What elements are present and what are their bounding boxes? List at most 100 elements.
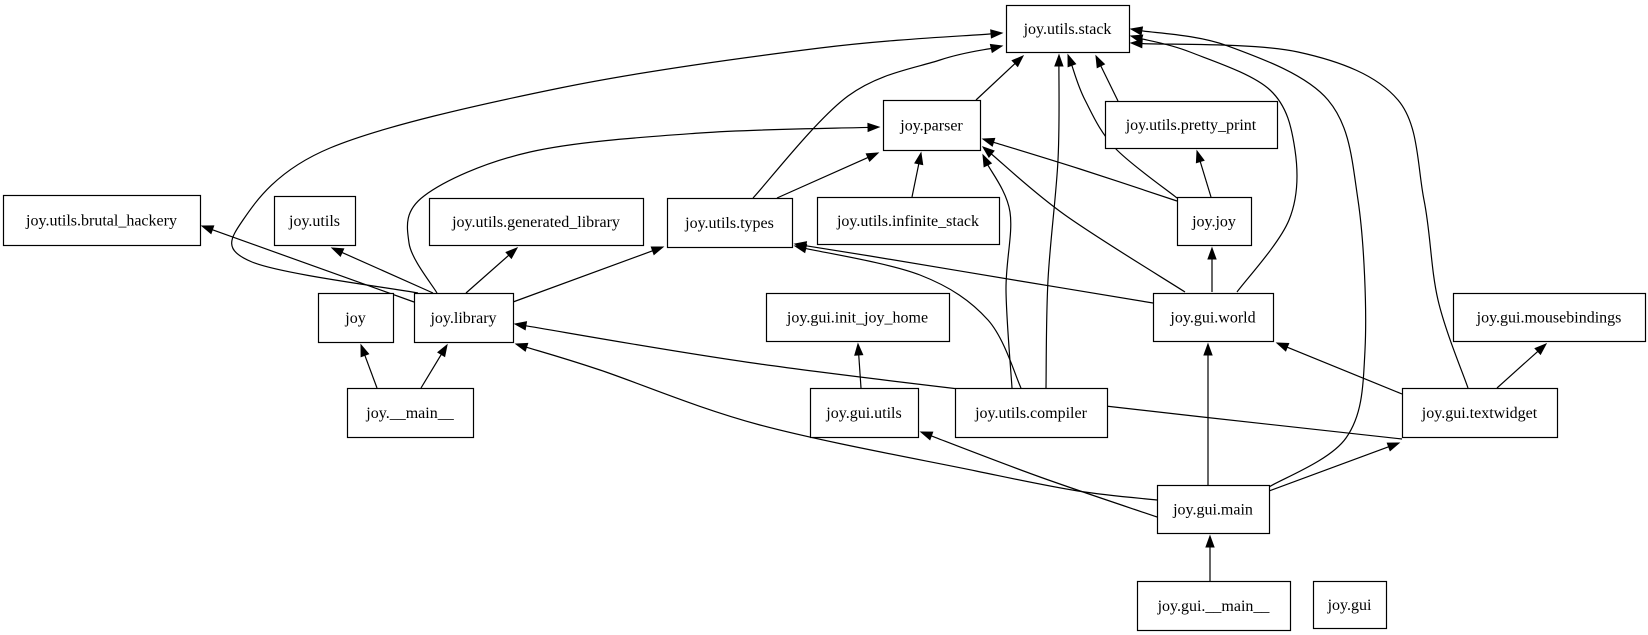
node-box [1104,100,1279,150]
edge-joy_library-to-joy_utils_brutal_hackery [200,225,415,303]
node-box [1136,580,1292,632]
edge-line [1139,42,1469,389]
arrowhead-icon [793,241,808,251]
node-box [1156,484,1271,535]
edge-line [523,324,1403,440]
edge-line [1268,445,1391,492]
arrowhead-icon [437,343,448,358]
edge-line [1045,63,1060,389]
edge-joy_gui_main-to-joy_gui_utils [919,431,1158,518]
node-label: joy.gui.init_joy_home [786,310,928,327]
arrowhead-icon [1275,342,1290,352]
edge-line [911,161,920,198]
node-box [2,194,202,247]
edge-joy_gui_world-to-joy_parser [981,146,1186,293]
arrowhead-icon [1129,38,1143,49]
arrowhead-icon [514,342,529,352]
edge-line [465,253,511,294]
node-label: joy.joy [1191,214,1236,231]
node-label: joy.__main__ [365,405,454,422]
node-label: joy.gui.__main__ [1157,598,1271,615]
edge-joy_library-to-joy_utils_stack [231,29,1004,294]
arrowhead-icon [1054,53,1064,67]
edge-joy_joy-to-joy_utils_pretty_print [1195,149,1212,198]
edge-joy_joy-to-joy_utils_stack [1067,53,1178,199]
node-label: joy.utils.infinite_stack [836,213,979,230]
node-box [428,197,645,247]
edge-joy_gui_utils-to-joy_gui_init_joy_home [854,342,864,389]
arrowhead-icon [1205,534,1215,548]
edge-line [803,244,1154,304]
arrowhead-icon [505,247,519,260]
arrowhead-icon [1207,246,1217,260]
node-box [954,387,1109,439]
node-box [765,292,951,343]
edge-joy_utils_compiler-to-joy_utils_stack [1045,53,1064,389]
node-label: joy.utils.types [684,215,774,232]
node-box [816,196,1001,246]
edge-joy_utils_types-to-joy_parser [776,152,880,199]
arrowhead-icon [919,431,934,441]
node-label: joy.gui.mousebindings [1476,310,1622,327]
edge-line [210,228,415,303]
edge-line [1139,37,1298,293]
node-box [317,292,395,344]
edge-line [512,249,655,303]
node-joy_utils_stack: joy.utils.stack [1005,4,1131,54]
edge-line [776,156,871,199]
edge-joy___main__-to-joy [360,343,378,389]
edge-line [406,126,871,294]
arrowhead-icon [989,43,1004,54]
arrowhead-icon [982,153,993,168]
edge-line [231,33,994,294]
edge-joy_gui___main__-to-joy_gui_main [1205,534,1215,581]
edge-line [975,61,1017,101]
arrowhead-icon [865,152,880,162]
arrowhead-icon [854,342,864,356]
node-joy_gui_utils: joy.gui.utils [809,387,920,439]
node-label: joy.gui.utils [825,405,901,422]
node-joy_utils_pretty_print: joy.utils.pretty_print [1104,100,1279,150]
edge-joy_gui_textwidget-to-joy_library [513,321,1403,440]
arrowhead-icon [1203,342,1213,356]
edge-line [991,141,1178,202]
arrowhead-icon [1067,53,1077,68]
edge-joy_library-to-joy_parser [406,122,881,294]
edge-line [1070,63,1178,199]
node-label: joy.utils.stack [1023,21,1112,38]
edge-joy_gui_world-to-joy_joy [1207,246,1217,292]
edge-line [803,247,1022,389]
node-joy_parser: joy.parser [882,99,982,152]
edge-line [858,352,862,389]
arrowhead-icon [1129,26,1144,36]
node-joy_utils_compiler: joy.utils.compiler [954,387,1109,439]
arrowhead-icon [360,343,370,358]
edge-joy_gui_textwidget-to-joy_gui_world [1275,342,1403,395]
edge-line [1099,63,1119,102]
edge-joy_joy-to-joy_parser [981,137,1178,202]
node-joy_utils_generated_library: joy.utils.generated_library [428,197,645,247]
node-label: joy.library [429,310,496,327]
edge-joy_gui_main-to-joy_gui_textwidget [1268,442,1401,492]
edge-joy_gui_world-to-joy_utils_types [793,241,1154,304]
node-label: joy.utils [288,213,340,230]
node-label: joy.utils.compiler [974,405,1088,422]
edge-joy_gui_textwidget-to-joy_utils_stack [1129,38,1469,389]
node-box [346,387,475,439]
arrowhead-icon [1195,149,1205,164]
edge-line [524,346,1158,501]
node-label: joy [344,310,365,327]
edge-line [1139,29,1367,488]
node-joy_gui_textwidget: joy.gui.textwidget [1401,387,1559,439]
node-box [666,197,794,249]
edge-line [929,434,1158,518]
arrowhead-icon [513,321,528,331]
edge-joy_utils_pretty_print-to-joy_utils_stack [1095,54,1119,102]
edge-line [752,47,994,199]
arrowhead-icon [650,246,665,256]
node-label: joy.utils.pretty_print [1125,117,1257,134]
node-box [1452,292,1647,343]
edge-line [989,152,1186,293]
node-joy_utils_brutal_hackery: joy.utils.brutal_hackery [2,194,202,247]
node-joy_utils_infinite_stack: joy.utils.infinite_stack [816,196,1001,246]
